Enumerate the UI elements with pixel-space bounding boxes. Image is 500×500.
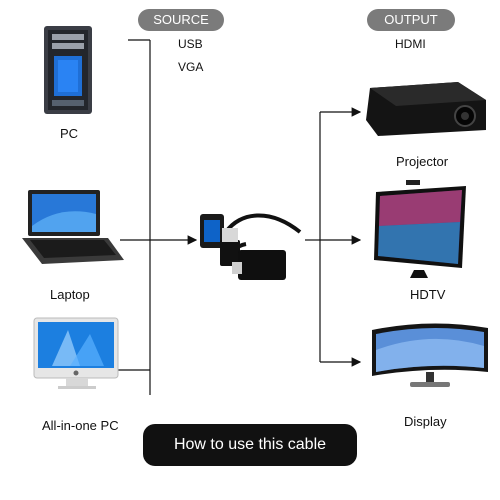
device-label-hdtv: HDTV xyxy=(410,287,446,302)
all-in-one-pc-icon xyxy=(33,317,119,389)
laptop-icon xyxy=(22,190,124,264)
device-label-projector: Projector xyxy=(396,154,449,169)
output-interface-hdmi: HDMI xyxy=(395,37,426,51)
source-interface-usb: USB xyxy=(178,37,203,51)
how-to-use-label: How to use this cable xyxy=(173,436,327,453)
source-interface-vga: VGA xyxy=(178,60,204,74)
device-label-laptop: Laptop xyxy=(50,287,90,302)
output-header-pill: OUTPUT xyxy=(367,9,455,31)
output-header-label: OUTPUT xyxy=(384,12,438,27)
source-header-pill: SOURCE xyxy=(138,9,224,31)
how-to-use-banner: How to use this cable xyxy=(143,424,357,466)
device-label-pc: PC xyxy=(60,126,79,141)
device-label-display: Display xyxy=(404,414,447,429)
hdtv-icon xyxy=(374,180,466,278)
device-label-all-in-one-pc: All-in-one PC xyxy=(42,418,119,433)
curved-monitor-icon xyxy=(372,323,488,387)
desktop-tower-icon xyxy=(44,26,92,114)
vga-to-hdmi-adapter-icon xyxy=(200,213,302,280)
projector-icon xyxy=(366,82,486,136)
source-header-label: SOURCE xyxy=(153,12,209,27)
